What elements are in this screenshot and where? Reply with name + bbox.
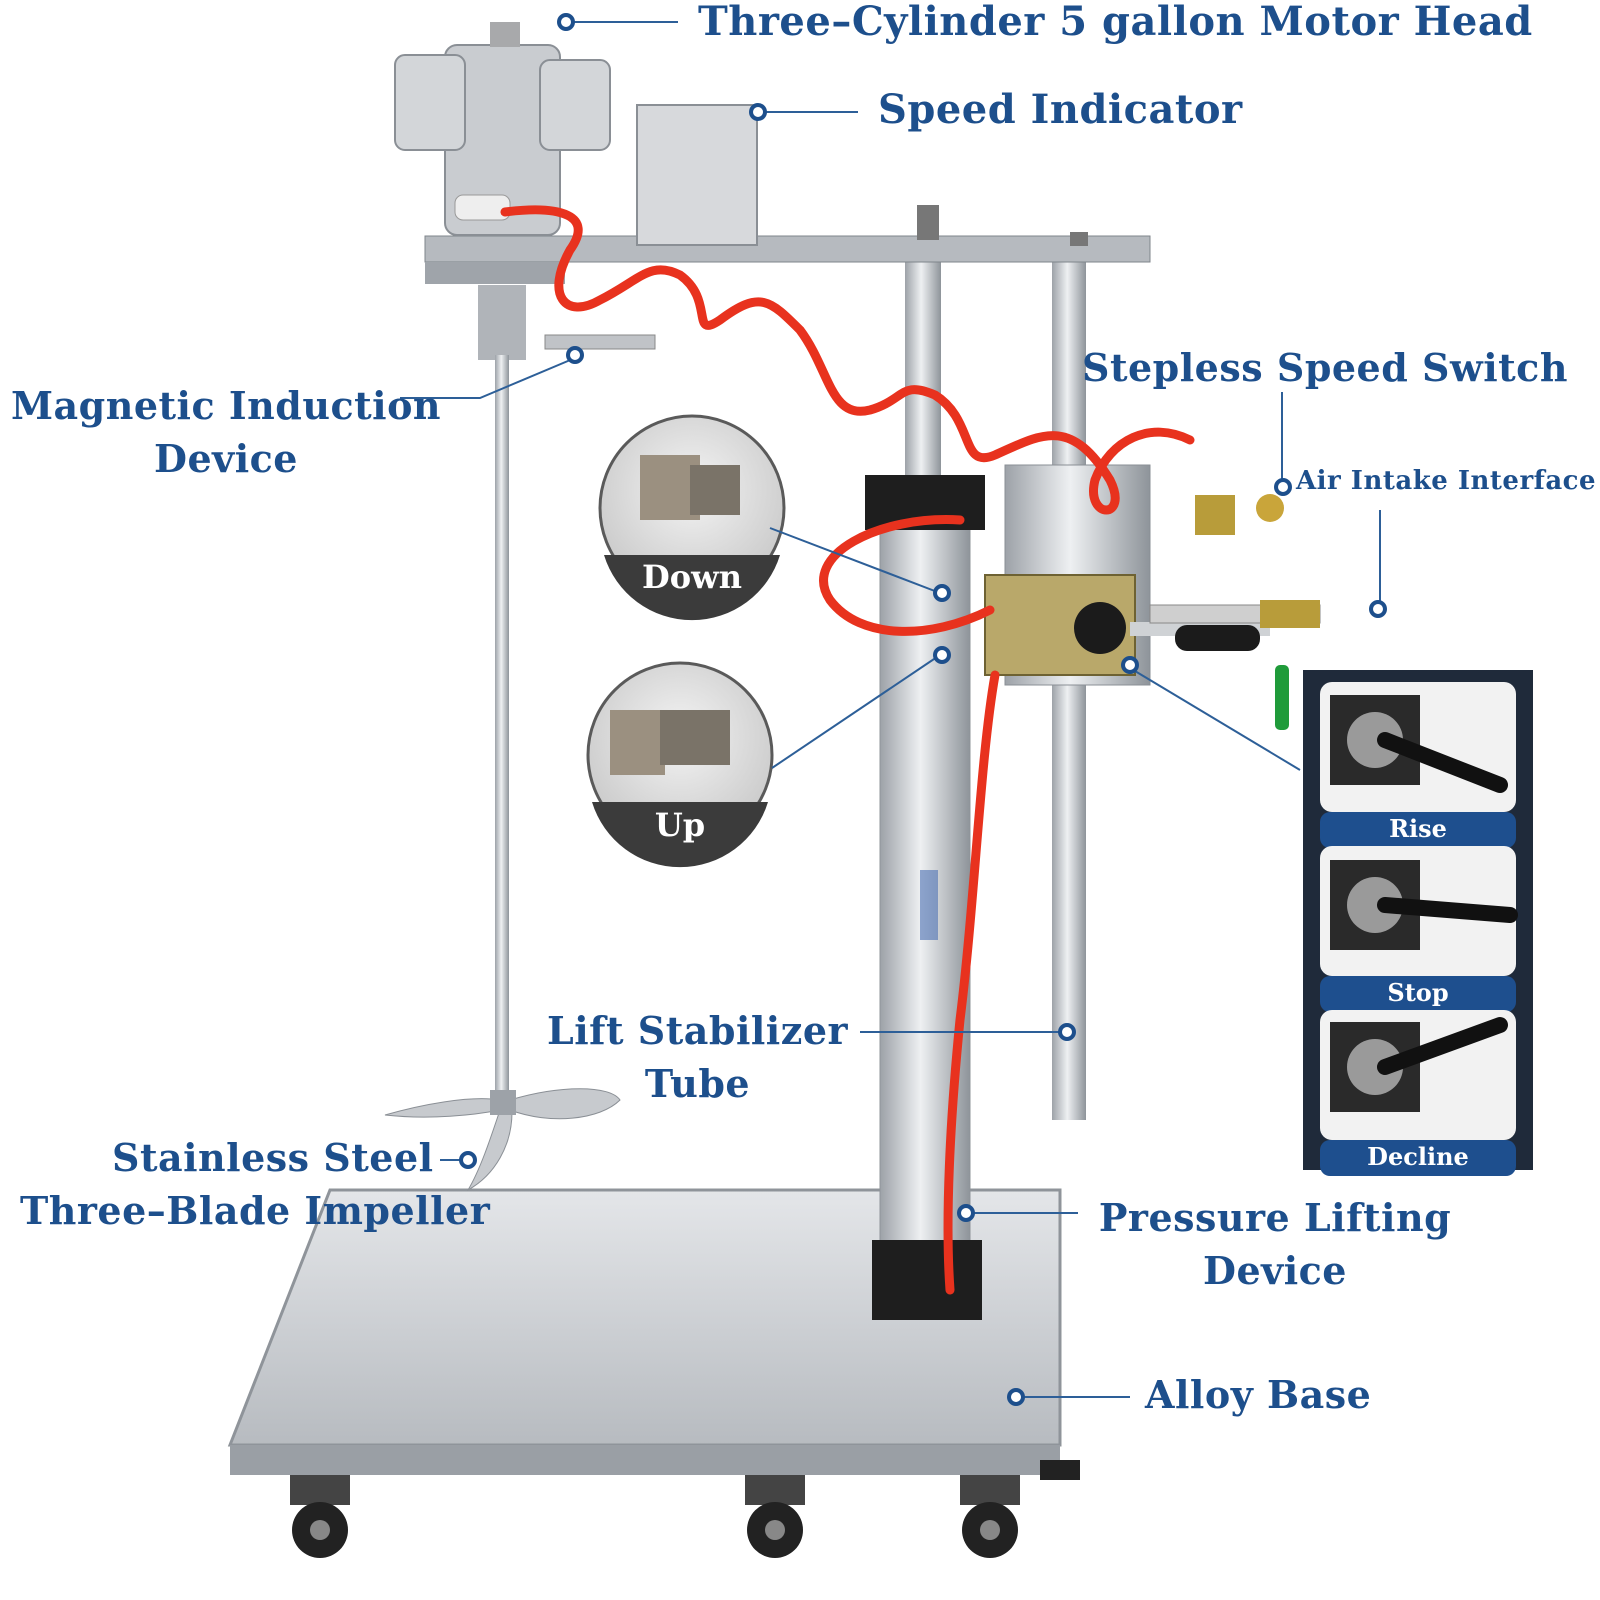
label-motor-head: Three–Cylinder 5 gallon Motor Head [698,0,1533,45]
caster-wheel-left [290,1475,350,1558]
label-lift-stabilizer: Lift Stabilizer Tube [530,1008,865,1106]
valve-position-panel [1303,670,1533,1176]
panel-label-decline: Decline [1367,1142,1469,1171]
inset-up [586,661,774,868]
label-alloy-base: Alloy Base [1145,1372,1372,1417]
inset-down-label: Down [642,558,742,596]
label-impeller-line1: Stainless Steel [112,1135,434,1180]
mixer-shaft [478,285,656,1095]
label-magnetic-induction-line1: Magnetic Induction [10,383,442,428]
label-air-intake-interface: Air Intake Interface [1296,466,1597,496]
label-stepless-speed-switch: Stepless Speed Switch [1082,345,1568,390]
panel-decline-image [1320,1010,1516,1176]
label-magnetic-induction: Magnetic Induction Device [0,383,452,481]
label-speed-indicator: Speed Indicator [878,86,1243,133]
panel-stop-image [1320,846,1518,1012]
valve-block [984,464,1321,730]
air-hose [500,205,1195,1295]
caster-wheel-mid [745,1475,805,1558]
alloy-base [227,1188,1080,1558]
caster-wheel-right [960,1460,1080,1558]
label-lift-stabilizer-line2: Tube [644,1061,751,1106]
label-lift-stabilizer-line1: Lift Stabilizer [546,1008,849,1053]
label-pressure-lifting-line2: Device [1203,1248,1347,1293]
callout-lines [400,21,1381,1398]
panel-rise-image [1320,682,1516,848]
panel-label-stop: Stop [1387,978,1449,1007]
panel-label-rise: Rise [1389,814,1447,843]
inset-up-label: Up [654,806,706,844]
callout-dots [459,13,1387,1406]
inset-down [598,414,786,621]
label-impeller-line2: Three–Blade Impeller [20,1188,491,1233]
top-arm [424,205,1151,284]
label-magnetic-induction-line2: Device [154,436,298,481]
speed-indicator-box [636,104,758,246]
motor-head [394,22,611,236]
three-blade-impeller [384,1088,621,1192]
label-impeller: Stainless Steel Three–Blade Impeller [20,1135,540,1233]
label-pressure-lifting: Pressure Lifting Device [1085,1195,1465,1293]
pressure-cylinder [865,475,985,1320]
label-pressure-lifting-line1: Pressure Lifting [1098,1195,1452,1240]
